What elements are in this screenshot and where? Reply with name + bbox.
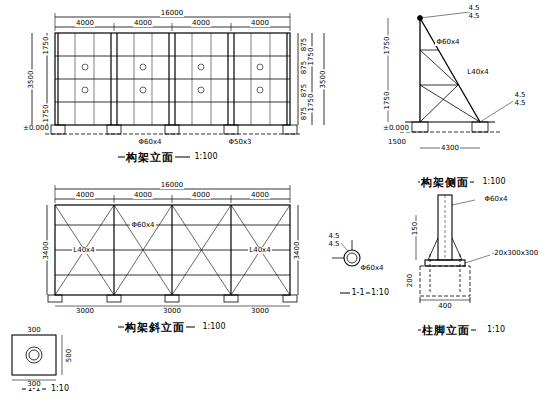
- dimension: 16000: [160, 182, 184, 189]
- dimension: 1500: [387, 139, 407, 146]
- scale: 1:100: [193, 153, 218, 161]
- dimension: 1750: [384, 35, 391, 55]
- dimension: 1750: [308, 92, 315, 112]
- dimension: 3000: [162, 308, 182, 315]
- dimension: 150: [413, 220, 420, 235]
- view-title: 构架立面: [125, 152, 175, 163]
- scale: 1:10: [50, 385, 70, 393]
- dimension: 16000: [160, 10, 184, 17]
- dimension: 4000: [250, 20, 270, 27]
- dimension: 4.5: [513, 92, 526, 99]
- dimension: 3500: [320, 69, 327, 89]
- dimension: 4.5: [467, 5, 480, 12]
- section-mark: 1-1: [350, 289, 365, 297]
- dimension: 4.5: [327, 233, 340, 240]
- view-title: 构架斜立面: [124, 322, 186, 333]
- dimension: 3000: [250, 308, 270, 315]
- dimension: 4000: [75, 192, 95, 199]
- dimension: 200: [408, 272, 415, 287]
- dimension: 4000: [75, 20, 95, 27]
- scale: 1:100: [481, 178, 506, 186]
- dimension: 4300: [440, 145, 460, 152]
- member-size: L40x4: [248, 247, 271, 254]
- dimension: 1750: [308, 46, 315, 66]
- dimension: 1750: [384, 90, 391, 110]
- section-1-1-joint: [332, 240, 388, 293]
- frame-inclined-elevation: [47, 185, 298, 327]
- member-size: L40x4: [72, 247, 95, 254]
- member-size: Φ60x4: [435, 39, 460, 46]
- member-size: -20x300x300: [491, 250, 539, 257]
- elevation-mark: ±0.000: [382, 125, 410, 132]
- scale: 1:10: [370, 289, 390, 297]
- dimension: 1750: [43, 35, 50, 55]
- member-size: Φ60x4: [359, 265, 384, 272]
- dimension: 4000: [191, 20, 211, 27]
- dimension: 4000: [133, 20, 153, 27]
- dimension: 3400: [43, 240, 50, 260]
- dimension: 1750: [43, 103, 50, 123]
- dimension: 4000: [191, 192, 211, 199]
- dimension: 300: [26, 327, 41, 334]
- member-size: Φ60x4: [130, 222, 155, 229]
- dimension: 500: [67, 347, 74, 362]
- view-title: 柱脚立面: [421, 325, 471, 336]
- frame-elevation: [32, 13, 324, 157]
- dimension: 4.5: [467, 13, 480, 20]
- dimension: 3000: [75, 308, 95, 315]
- elevation-mark: ±0.000: [22, 125, 50, 132]
- dimension: 4000: [250, 192, 270, 199]
- member-size: Φ60x4: [483, 196, 508, 203]
- member-size: Φ60x4: [137, 139, 162, 146]
- scale: 1:10: [486, 326, 506, 334]
- dimension: 400: [437, 303, 452, 310]
- dimension: 300: [26, 381, 41, 388]
- dimension: 3500: [28, 69, 35, 89]
- column-base-elevation: [416, 195, 490, 330]
- dimension: 4.5: [513, 100, 526, 107]
- frame-side-view: [388, 12, 515, 182]
- view-title: 构架侧面: [420, 177, 470, 188]
- dimension: 3400: [294, 240, 301, 260]
- dimension: 4000: [133, 192, 153, 199]
- member-size: L40x4: [466, 69, 489, 76]
- section-1-1-foundation: [12, 335, 62, 389]
- dimension: 4.5: [327, 241, 340, 248]
- scale: 1:100: [201, 323, 226, 331]
- member-size: Φ50x3: [227, 139, 252, 146]
